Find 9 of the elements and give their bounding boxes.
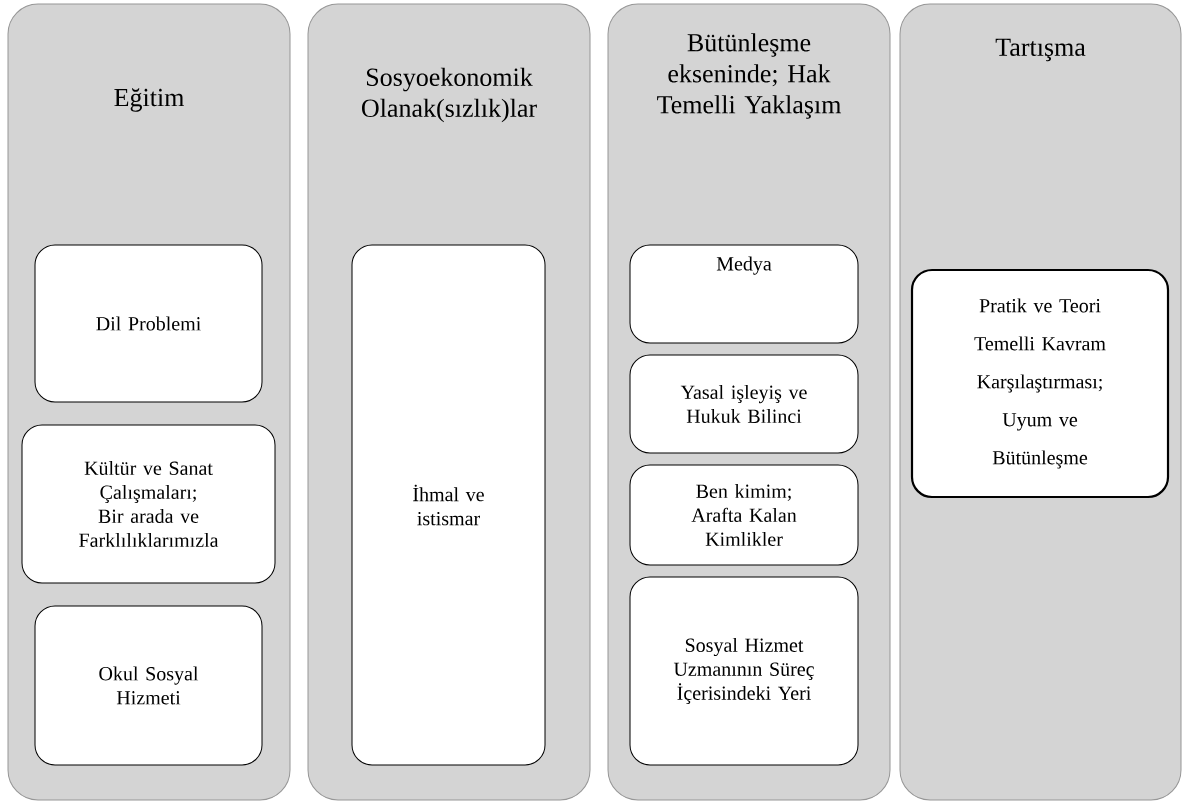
text-box: Pratik ve Teori Temelli Kavram Karşılaştırması; Uyum ve Bütünleşme	[910, 268, 1170, 499]
text-box: Kültür ve Sanat Çalışmaları; Bir arada ve Farklılıklarımızla	[21, 424, 276, 584]
text-box: Dil Problemi	[34, 244, 263, 403]
text-box: Medya	[629, 244, 859, 344]
text-box: Ben kimim; Arafta Kalan Kimlikler	[629, 464, 859, 566]
text-box: Sosyal Hizmet Uzmanının Süreç İçerisindeki Yeri	[629, 576, 859, 766]
text-box: İhmal ve istismar	[351, 244, 546, 766]
text-box: Okul Sosyal Hizmeti	[34, 605, 263, 766]
text-box: Yasal işleyiş ve Hukuk Bilinci	[629, 354, 859, 454]
